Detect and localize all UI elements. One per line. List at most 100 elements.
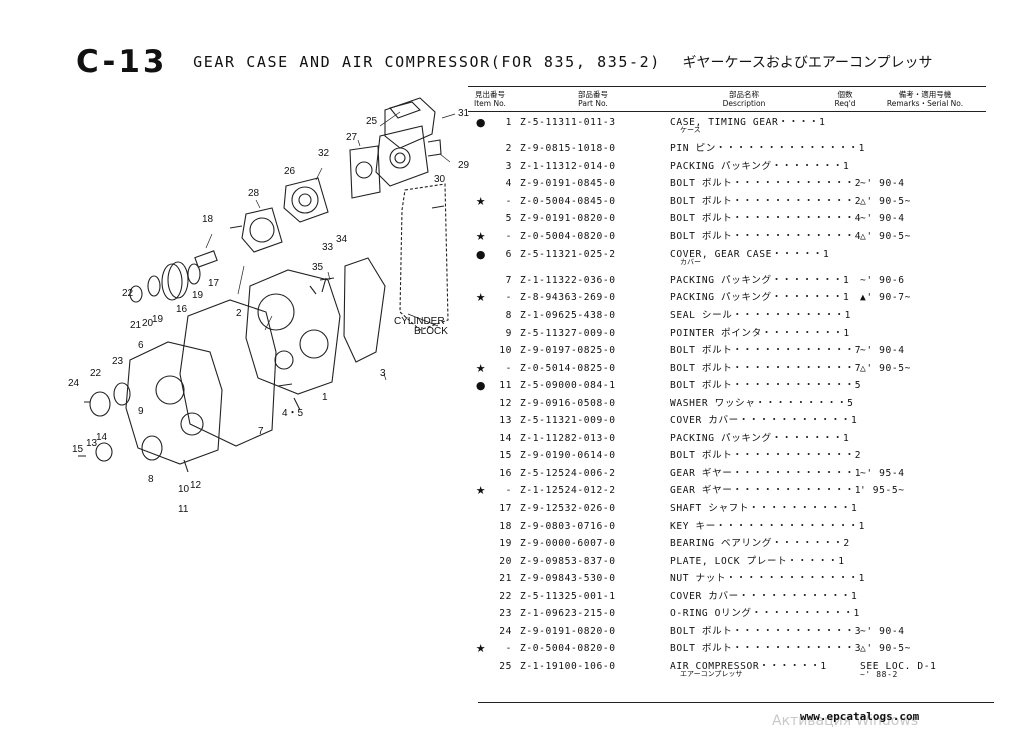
- description: GEAR ギヤー・・・・・・・・・・・・1: [670, 467, 862, 479]
- diagram-label: 30: [434, 174, 446, 185]
- item-number: 6: [505, 248, 512, 260]
- item-number: 23: [499, 608, 512, 620]
- description: COVER, GEAR CASE・・・・・1: [670, 248, 830, 260]
- part-number: Z-5-11321-009-0: [520, 415, 616, 427]
- activation-watermark: Активация Windows: [772, 713, 919, 729]
- diagram-label: 25: [366, 116, 378, 127]
- remarks: ~' 95-4: [860, 467, 905, 479]
- diagram-label: 22: [90, 368, 102, 379]
- description: BOLT ボルト・・・・・・・・・・・・2: [670, 195, 862, 207]
- item-number: 8: [505, 309, 512, 321]
- diagram-label: 15: [72, 444, 84, 455]
- description: PACKING パッキング・・・・・・・1: [670, 160, 850, 172]
- description: GEAR ギヤー・・・・・・・・・・・・1: [670, 485, 862, 497]
- col-desc-header: 部品名称 Description: [722, 90, 766, 108]
- description: COVER カバー・・・・・・・・・・・1: [670, 415, 858, 427]
- row-mark: ●: [475, 247, 487, 261]
- diagram-label: 21: [130, 320, 142, 331]
- col-part-header: 部品番号 Part No.: [578, 90, 608, 108]
- item-number: 24: [499, 625, 512, 637]
- col-remarks-header: 備考・適用号機 Remarks・Serial No.: [886, 90, 964, 108]
- item-number: 25: [499, 660, 512, 672]
- item-number: 12: [499, 397, 512, 409]
- item-number: -: [505, 231, 512, 243]
- description-jp: カバー: [680, 257, 701, 266]
- description: BOLT ボルト・・・・・・・・・・・・3: [670, 625, 862, 637]
- item-number: -: [505, 362, 512, 374]
- description: NUT ナット・・・・・・・・・・・・・1: [670, 573, 865, 585]
- item-number: -: [505, 643, 512, 655]
- remarks: △' 90-5~: [860, 362, 912, 374]
- item-number: 19: [499, 538, 512, 550]
- part-number: Z-5-12524-006-2: [520, 467, 616, 479]
- part-number: Z-0-5004-0820-0: [520, 643, 616, 655]
- part-number: Z-9-0190-0614-0: [520, 450, 616, 462]
- part-number: Z-5-11327-009-0: [520, 327, 616, 339]
- diagram-label: 16: [176, 304, 188, 315]
- description: CASE, TIMING GEAR・・・・1: [670, 117, 826, 128]
- diagram-label: 34: [336, 234, 348, 245]
- part-number: Z-8-94363-269-0: [520, 292, 616, 304]
- header-rule: [468, 86, 986, 87]
- diagram-label: 31: [458, 108, 470, 119]
- diagram-label: 2: [236, 308, 242, 319]
- diagram-label: 12: [190, 480, 202, 491]
- remarks: SEE LOC. D-1: [860, 660, 937, 672]
- item-number: 14: [499, 432, 512, 444]
- description: SHAFT シャフト・・・・・・・・・・1: [670, 502, 858, 514]
- remarks: ~' 90-4: [860, 178, 905, 190]
- part-number: Z-9-0916-0508-0: [520, 397, 616, 409]
- diagram-label: 18: [202, 214, 214, 225]
- diagram-label: 23: [112, 356, 124, 367]
- diagram-label: 14: [96, 432, 108, 443]
- item-number: -: [505, 485, 512, 497]
- description: BEARING ベアリング・・・・・・・2: [670, 538, 850, 550]
- diagram-label: 22: [122, 288, 134, 299]
- remarks: △' 90-5~: [860, 643, 912, 655]
- description: BOLT ボルト・・・・・・・・・・・・2: [670, 178, 862, 190]
- description: POINTER ポインタ・・・・・・・・1: [670, 327, 850, 339]
- description-jp: ケース: [680, 126, 701, 134]
- part-number: Z-5-11311-011-3: [520, 117, 616, 128]
- row-mark: ★: [475, 642, 487, 656]
- diagram-label: 1: [322, 392, 328, 403]
- parts-list: 見出番号 Item No. 部品番号 Part No. 部品名称 Descrip…: [468, 86, 986, 686]
- diagram-labels: 31 25 27 29 30 32 26 28 33 34 18 17 19 3…: [68, 108, 470, 515]
- description: COVER カバー・・・・・・・・・・・1: [670, 590, 858, 602]
- row-mark: ●: [475, 379, 487, 393]
- part-number: Z-1-11322-036-0: [520, 274, 616, 286]
- row-mark: ★: [475, 291, 487, 305]
- item-number: 11: [499, 380, 512, 392]
- parts-list-header: 見出番号 Item No. 部品番号 Part No. 部品名称 Descrip…: [468, 87, 986, 111]
- part-number: Z-0-5004-0845-0: [520, 195, 616, 207]
- remarks: ~' 90-4: [860, 213, 905, 225]
- description: PACKING パッキング・・・・・・・1: [670, 432, 850, 444]
- diagram-label: 26: [284, 166, 296, 177]
- item-number: -: [505, 195, 512, 207]
- remarks: ~' 90-6: [860, 274, 905, 286]
- description: BOLT ボルト・・・・・・・・・・・・7: [670, 345, 862, 357]
- diagram-label: 20: [142, 318, 154, 329]
- diagram-label: 10: [178, 484, 190, 495]
- diagram-label: 13: [86, 438, 98, 449]
- item-number: 13: [499, 415, 512, 427]
- part-number: Z-9-0191-0820-0: [520, 213, 616, 225]
- diagram-label: 19: [192, 290, 204, 301]
- description-jp: エアーコンプレッサ: [680, 669, 743, 678]
- diagram-label: 11: [178, 504, 189, 515]
